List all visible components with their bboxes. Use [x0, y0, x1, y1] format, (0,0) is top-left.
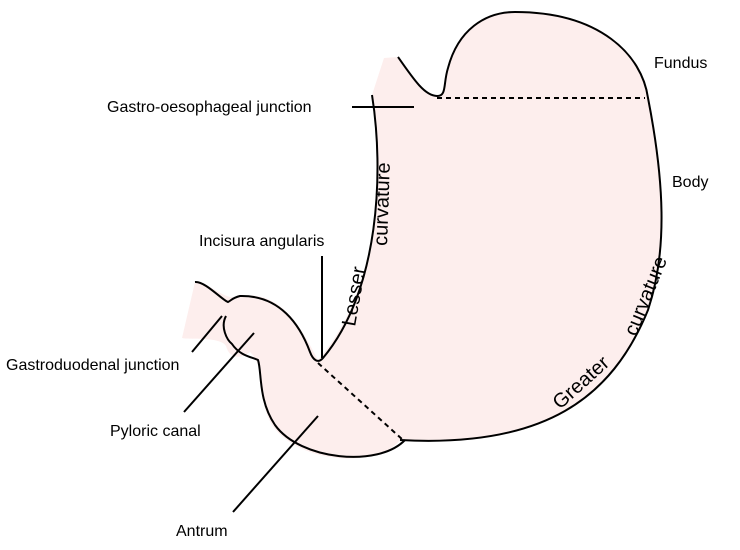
antrum-body-divider [317, 362, 404, 441]
body-label: Body [672, 174, 708, 191]
antrum-label: Antrum [176, 523, 228, 540]
gastroduodenal-junction-label: Gastroduodenal junction [6, 357, 179, 374]
greater-curvature-outline [397, 10, 663, 442]
fundus-label: Fundus [654, 55, 707, 72]
pyloric-antrum-outline [222, 315, 406, 458]
antrum-leader [232, 415, 319, 513]
lesser-curvature-outline [194, 94, 379, 362]
gastroduodenal-leader [191, 315, 223, 353]
incisura-angularis-label: Incisura angularis [199, 233, 324, 250]
gastro-oesophageal-junction-label: Gastro-oesophageal junction [107, 99, 312, 116]
stomach-fill [182, 12, 662, 459]
pyloric-canal-label: Pyloric canal [110, 423, 201, 440]
pyloric-canal-leader [183, 332, 255, 413]
lesser-curvature-word-curvature: curvature [370, 162, 395, 246]
